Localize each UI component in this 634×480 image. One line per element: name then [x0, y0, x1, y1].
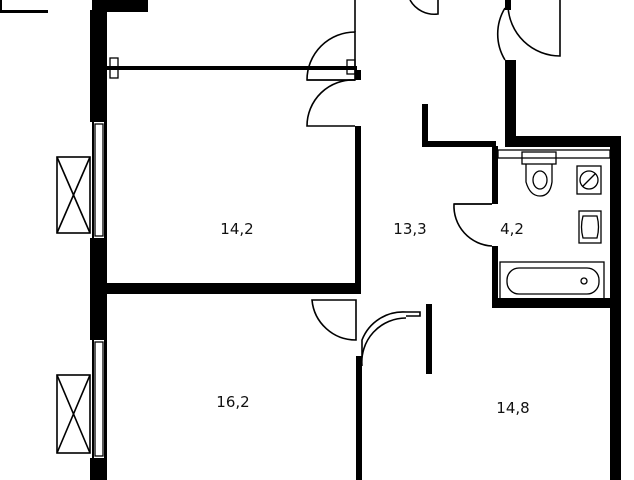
bedroom-1-top-wall — [107, 57, 357, 79]
toilet-icon — [521, 151, 557, 197]
window-icon — [56, 341, 104, 457]
room-area-bedroom-1: 14,2 — [220, 220, 253, 238]
window-icon — [56, 123, 104, 237]
room-area-hall: 13,3 — [393, 220, 426, 238]
bathroom-fixtures — [497, 149, 611, 301]
interior-walls — [107, 0, 621, 480]
top-left-wall-fragment — [0, 0, 148, 13]
room-area-bathroom: 4,2 — [500, 220, 524, 238]
washing-machine-icon — [576, 165, 602, 195]
room-area-living: 14,8 — [496, 399, 529, 417]
door-swing-icon — [311, 299, 421, 367]
outer-left-wall — [90, 10, 107, 480]
bathtub-icon — [499, 261, 605, 301]
room-area-bedroom-2: 16,2 — [216, 393, 249, 411]
door-swing-icon — [306, 0, 356, 127]
door-swing-icon — [409, 0, 561, 61]
door-swing-icon — [453, 203, 493, 247]
sink-icon — [578, 210, 602, 244]
